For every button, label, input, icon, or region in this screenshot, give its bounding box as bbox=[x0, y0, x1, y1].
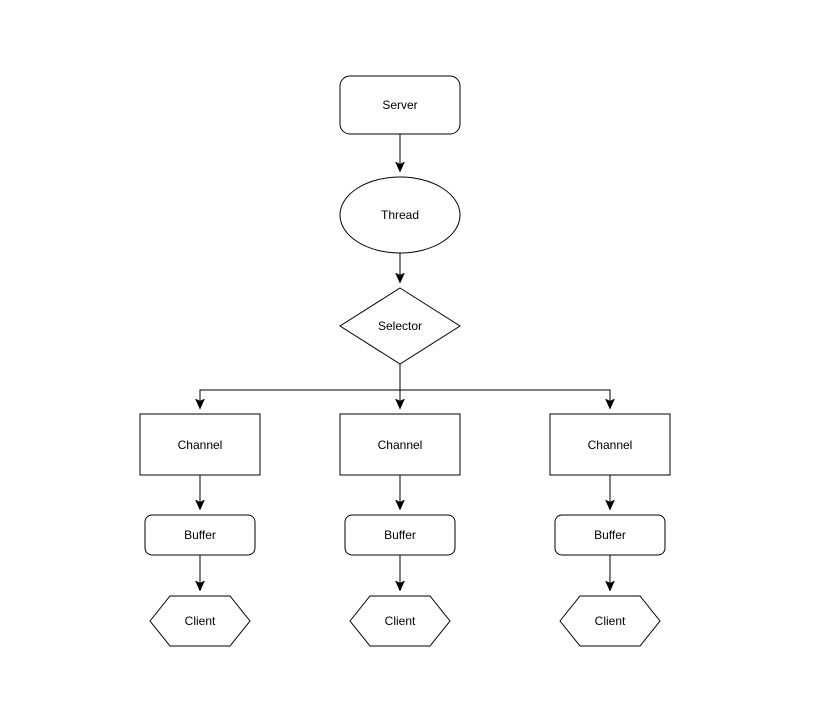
buffer2-shape[interactable] bbox=[344, 514, 456, 556]
edge-selector-channel3 bbox=[399, 364, 610, 409]
buffer2-label: Buffer bbox=[384, 528, 416, 542]
node-buffer-3[interactable]: Buffer bbox=[554, 514, 666, 556]
thread-label: Thread bbox=[381, 208, 419, 222]
buffer3-shape[interactable] bbox=[554, 514, 666, 556]
server-label: Server bbox=[382, 98, 417, 112]
node-channel-2[interactable]: Channel bbox=[339, 413, 461, 476]
node-client-2[interactable]: Client bbox=[349, 595, 451, 647]
buffer1-label: Buffer bbox=[184, 528, 216, 542]
client2-label: Client bbox=[385, 614, 416, 628]
node-client-1[interactable]: Client bbox=[149, 595, 251, 647]
channel3-shape[interactable] bbox=[549, 413, 671, 476]
node-channel-3[interactable]: Channel bbox=[549, 413, 671, 476]
node-thread[interactable]: Thread bbox=[339, 176, 461, 254]
channel1-shape[interactable] bbox=[139, 413, 261, 476]
client1-shape[interactable] bbox=[149, 595, 251, 647]
buffer1-shape[interactable] bbox=[144, 514, 256, 556]
node-client-3[interactable]: Client bbox=[559, 595, 661, 647]
node-buffer-1[interactable]: Buffer bbox=[144, 514, 256, 556]
node-buffer-2[interactable]: Buffer bbox=[344, 514, 456, 556]
node-selector[interactable]: Selector bbox=[339, 287, 461, 365]
channel2-label: Channel bbox=[378, 438, 423, 452]
node-channel-1[interactable]: Channel bbox=[139, 413, 261, 476]
thread-shape[interactable] bbox=[339, 176, 461, 254]
edge-selector-channel1 bbox=[200, 364, 401, 409]
client2-shape[interactable] bbox=[349, 595, 451, 647]
buffer3-label: Buffer bbox=[594, 528, 626, 542]
channel1-label: Channel bbox=[178, 438, 223, 452]
channel2-shape[interactable] bbox=[339, 413, 461, 476]
channel3-label: Channel bbox=[588, 438, 633, 452]
selector-label: Selector bbox=[378, 319, 422, 333]
server-shape[interactable] bbox=[339, 75, 461, 135]
client1-label: Client bbox=[185, 614, 216, 628]
client3-label: Client bbox=[595, 614, 626, 628]
client3-shape[interactable] bbox=[559, 595, 661, 647]
selector-shape[interactable] bbox=[339, 287, 461, 365]
node-server[interactable]: Server bbox=[339, 75, 461, 135]
